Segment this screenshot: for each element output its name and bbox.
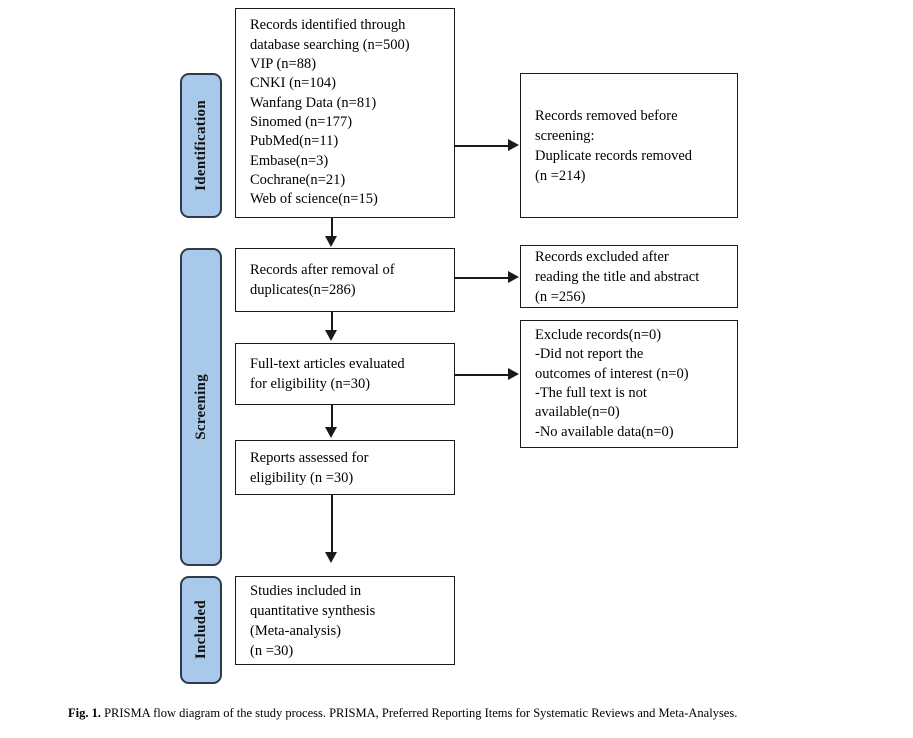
figure-caption: Fig. 1. PRISMA flow diagram of the study… xyxy=(68,705,858,721)
box-exclude-records-reasons: Exclude records(n=0) -Did not report the… xyxy=(520,320,738,448)
stage-label-screening-text: Screening xyxy=(192,374,209,440)
arrowhead-down-icon xyxy=(325,236,337,247)
arrowhead-down-icon xyxy=(325,552,337,563)
figure-caption-text: PRISMA flow diagram of the study process… xyxy=(104,706,738,720)
box-records-after-removal-of-duplicates: Records after removal of duplicates(n=28… xyxy=(235,248,455,312)
box-reports-assessed-for-eligibility: Reports assessed for eligibility (n =30) xyxy=(235,440,455,495)
box-fulltext-articles-evaluated-text: Full-text articles evaluated for eligibi… xyxy=(250,356,405,392)
box-records-after-removal-of-duplicates-text: Records after removal of duplicates(n=28… xyxy=(250,262,395,298)
connector-identified-to-removed xyxy=(455,145,511,147)
box-records-identified-text: Records identified through database sear… xyxy=(250,17,410,208)
arrowhead-right-icon xyxy=(508,271,519,283)
stage-label-identification: Identification xyxy=(180,73,222,218)
stage-label-identification-text: Identification xyxy=(192,100,209,191)
connector-fulltext-to-exclude-records xyxy=(455,374,511,376)
box-records-excluded-title-abstract-text: Records excluded after reading the title… xyxy=(535,248,700,305)
stage-label-included-text: Included xyxy=(192,600,209,660)
box-records-excluded-title-abstract: Records excluded after reading the title… xyxy=(520,245,738,308)
box-studies-included-quantitative-synthesis-text: Studies included in quantitative synthes… xyxy=(250,582,376,659)
connector-after-removal-to-excluded xyxy=(455,277,511,279)
box-records-removed-before-screening: Records removed before screening: Duplic… xyxy=(520,73,738,218)
arrowhead-right-icon xyxy=(508,139,519,151)
arrowhead-down-icon xyxy=(325,427,337,438)
box-records-identified: Records identified through database sear… xyxy=(235,8,455,218)
arrowhead-down-icon xyxy=(325,330,337,341)
box-fulltext-articles-evaluated: Full-text articles evaluated for eligibi… xyxy=(235,343,455,405)
stage-label-screening: Screening xyxy=(180,248,222,566)
box-records-removed-before-screening-text: Records removed before screening: Duplic… xyxy=(535,107,693,184)
stage-label-included: Included xyxy=(180,576,222,684)
box-exclude-records-reasons-text: Exclude records(n=0) -Did not report the… xyxy=(535,326,689,440)
box-reports-assessed-for-eligibility-text: Reports assessed for eligibility (n =30) xyxy=(250,449,369,486)
connector-reports-to-studies xyxy=(331,495,333,554)
figure-caption-label: Fig. 1. xyxy=(68,706,101,720)
connector-identified-to-after-removal xyxy=(331,218,333,238)
box-studies-included-quantitative-synthesis: Studies included in quantitative synthes… xyxy=(235,576,455,665)
connector-after-removal-to-fulltext xyxy=(331,312,333,332)
connector-fulltext-to-reports xyxy=(331,405,333,429)
arrowhead-right-icon xyxy=(508,368,519,380)
